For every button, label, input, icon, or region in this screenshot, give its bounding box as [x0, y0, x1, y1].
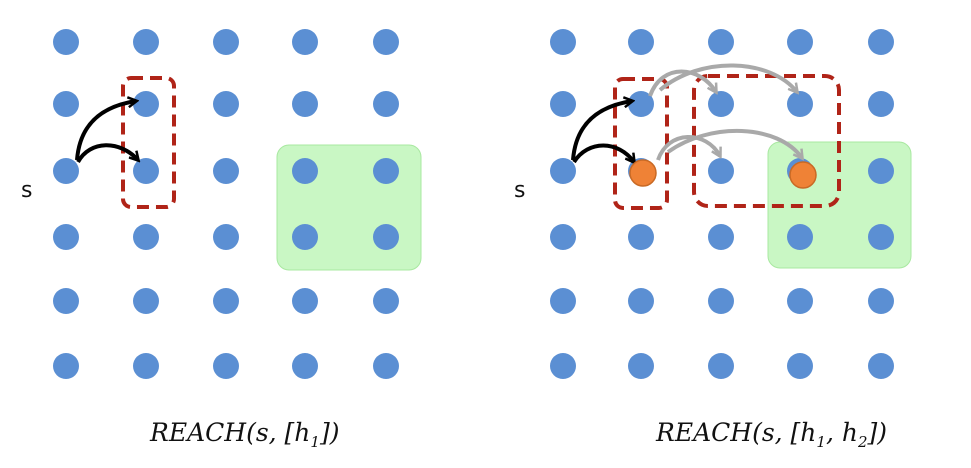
grid-node-left-r2-c4 [373, 158, 399, 184]
grid-node-left-r3-c1 [133, 224, 159, 250]
grid-node-left-r3-c0 [53, 224, 79, 250]
caption-right-h1-sub: 1 [816, 433, 826, 451]
grid-node-left-r4-c1 [133, 288, 159, 314]
grid-node-left-r2-c3 [292, 158, 318, 184]
grid-node-right-r2-c4 [868, 158, 894, 184]
grid-node-left-r5-c2 [213, 353, 239, 379]
caption-right: REACH(s, [h1, h2]) [656, 418, 887, 451]
grid-node-left-r4-c2 [213, 288, 239, 314]
grid-node-left-r1-c0 [53, 91, 79, 117]
grid-node-right-r3-c0 [550, 224, 576, 250]
grid-node-right-r1-c3 [787, 91, 813, 117]
grid-node-right-r3-c1 [628, 224, 654, 250]
horizon-h1-box-left [121, 76, 176, 209]
grid-node-right-r0-c4 [868, 29, 894, 55]
gray-arrow-bottom-1 [656, 135, 720, 161]
grid-node-left-r5-c3 [292, 353, 318, 379]
caption-left-h1: h [294, 418, 311, 447]
grid-node-left-r4-c3 [292, 288, 318, 314]
caption-left-args-open: (s, [ [246, 418, 295, 447]
grid-node-left-r5-c0 [53, 353, 79, 379]
grid-node-right-r3-c3 [787, 224, 813, 250]
source-label-right: s [514, 178, 526, 203]
grid-node-right-r5-c4 [868, 353, 894, 379]
black-arrow-left-upper [75, 101, 136, 161]
black-arrow-right-upper [571, 101, 632, 161]
grid-node-right-r0-c0 [550, 29, 576, 55]
gray-arrow-top-2 [658, 63, 797, 92]
grid-node-left-r0-c1 [133, 29, 159, 55]
grid-node-left-r1-c2 [213, 91, 239, 117]
grid-node-left-r4-c0 [53, 288, 79, 314]
grid-node-right-r2-c0 [550, 158, 576, 184]
caption-right-h1: h [800, 418, 817, 447]
grid-node-left-r1-c4 [373, 91, 399, 117]
grid-node-left-r0-c3 [292, 29, 318, 55]
reached-node-2 [789, 161, 817, 189]
black-arrow-right-lower [572, 143, 634, 163]
grid-node-right-r4-c0 [550, 288, 576, 314]
reached-node-1 [629, 159, 657, 187]
caption-right-func: REACH [656, 418, 753, 447]
grid-node-right-r5-c3 [787, 353, 813, 379]
grid-node-right-r5-c2 [708, 353, 734, 379]
grid-node-left-r0-c4 [373, 29, 399, 55]
black-arrow-left-lower [76, 143, 138, 164]
grid-node-right-r5-c0 [550, 353, 576, 379]
grid-node-right-r3-c2 [708, 224, 734, 250]
grid-node-left-r3-c3 [292, 224, 318, 250]
grid-node-left-r1-c1 [133, 91, 159, 117]
horizon-h2-box-right [692, 74, 841, 208]
grid-node-right-r4-c1 [628, 288, 654, 314]
caption-left-args-close: ]) [319, 418, 340, 447]
gray-arrow-top-1 [648, 69, 716, 97]
source-label-left: s [21, 178, 33, 203]
grid-node-left-r5-c1 [133, 353, 159, 379]
grid-node-left-r2-c1 [133, 158, 159, 184]
caption-right-h2: h [841, 418, 858, 447]
grid-node-right-r0-c1 [628, 29, 654, 55]
grid-node-right-r2-c2 [708, 158, 734, 184]
grid-node-left-r2-c2 [213, 158, 239, 184]
caption-right-h2-sub: 2 [857, 433, 868, 451]
caption-left-func: REACH [150, 418, 247, 447]
grid-node-right-r1-c4 [868, 91, 894, 117]
caption-right-args-open: (s, [ [752, 418, 801, 447]
grid-node-left-r3-c2 [213, 224, 239, 250]
grid-node-right-r4-c3 [787, 288, 813, 314]
grid-node-left-r2-c0 [53, 158, 79, 184]
grid-node-right-r5-c1 [628, 353, 654, 379]
grid-node-right-r0-c2 [708, 29, 734, 55]
node-grid-left [53, 29, 399, 379]
grid-node-left-r1-c3 [292, 91, 318, 117]
grid-node-left-r0-c2 [213, 29, 239, 55]
gray-arrow-bottom-2 [666, 128, 802, 158]
grid-node-right-r4-c4 [868, 288, 894, 314]
grid-node-left-r0-c0 [53, 29, 79, 55]
grid-node-right-r4-c2 [708, 288, 734, 314]
caption-left-h1-sub: 1 [310, 433, 320, 451]
caption-right-sep: , [825, 418, 842, 447]
caption-right-args-close: ]) [867, 418, 888, 447]
grid-node-right-r1-c2 [708, 91, 734, 117]
grid-node-right-r3-c4 [868, 224, 894, 250]
grid-node-left-r3-c4 [373, 224, 399, 250]
grid-node-left-r5-c4 [373, 353, 399, 379]
grid-node-right-r0-c3 [787, 29, 813, 55]
grid-node-right-r1-c0 [550, 91, 576, 117]
caption-left: REACH(s, [h1]) [150, 418, 339, 451]
grid-node-left-r4-c4 [373, 288, 399, 314]
